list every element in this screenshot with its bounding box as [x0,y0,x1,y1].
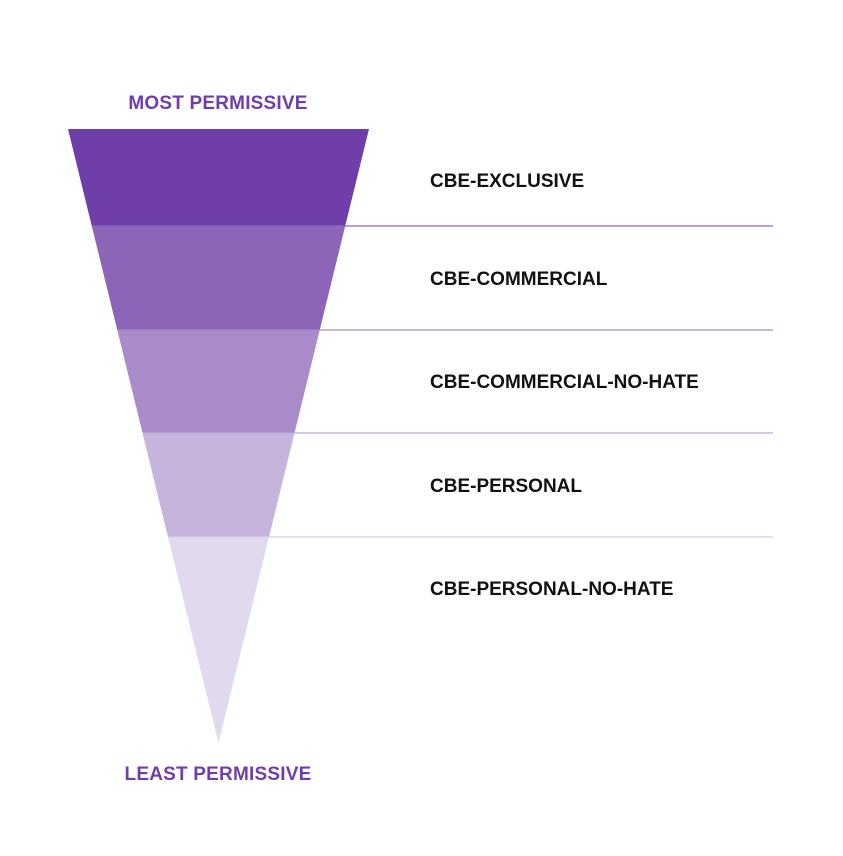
funnel-segment-3 [142,433,295,537]
least-permissive-label: LEAST PERMISSIVE [124,764,312,785]
funnel-segment-2 [117,330,320,433]
tier-label-personal: CBE-PERSONAL [430,476,583,497]
most-permissive-label: MOST PERMISSIVE [128,93,308,114]
funnel-segment-4 [168,537,269,743]
funnel-segment-1 [91,226,346,330]
tier-label-personal-no-hate: CBE-PERSONAL-NO-HATE [430,579,674,600]
tier-label-exclusive: CBE-EXCLUSIVE [430,171,585,192]
tier-label-commercial-no-hate: CBE-COMMERCIAL-NO-HATE [430,372,699,393]
tier-label-commercial: CBE-COMMERCIAL [430,269,608,290]
funnel-segment-0 [68,129,369,226]
